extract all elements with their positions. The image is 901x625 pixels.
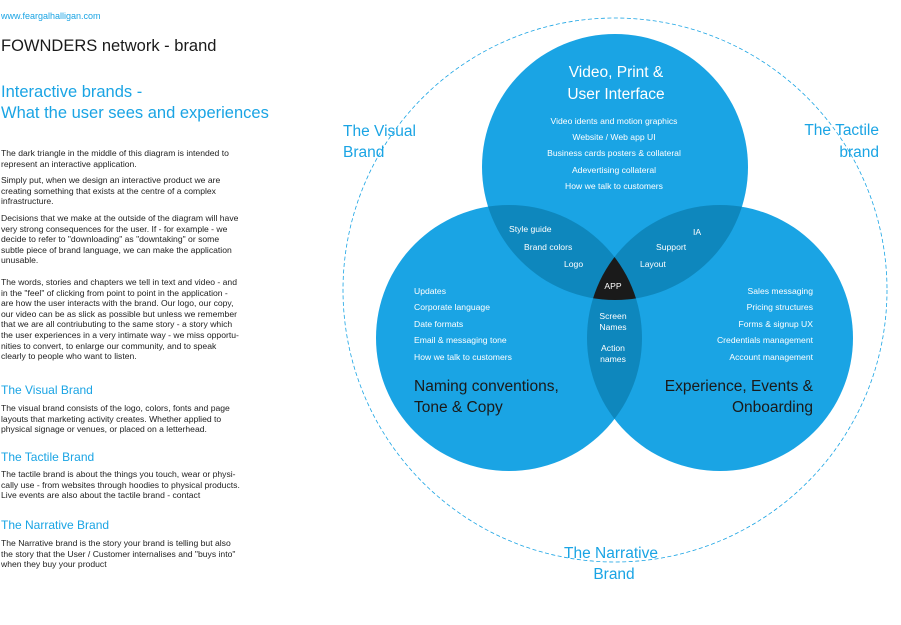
text-line: our video can be as slick as possible bu…	[1, 308, 237, 319]
text-line: that we are all contriubuting to the sam…	[1, 319, 233, 330]
text-line: when they buy your product	[1, 559, 107, 570]
right-circle-item: Sales messaging	[748, 286, 814, 296]
text-line: clearly to people who want to listen.	[1, 351, 137, 362]
narrative-brand-heading: The Narrative Brand	[1, 518, 110, 532]
overlap-top-left-item: Style guide	[509, 224, 552, 234]
top-circle-title-line-1: Video, Print &	[569, 64, 664, 81]
text-line: nities to convert, to enlarge our commun…	[1, 340, 217, 351]
top-circle-item: Video idents and motion graphics	[551, 116, 678, 126]
text-line: Simply put, when we design an interactiv…	[1, 175, 221, 185]
text-line: The Narrative brand is the story your br…	[1, 538, 231, 548]
overlap-top-right-item: IA	[693, 227, 701, 237]
overlap-top-right-item: Support	[656, 242, 687, 252]
text-line: The tactile brand is about the things yo…	[1, 469, 236, 479]
visual-brand-heading: The Visual Brand	[1, 383, 93, 397]
left-circle-item: Updates	[414, 286, 446, 296]
intro-paragraph-1: The dark triangle in the middle of this …	[1, 148, 276, 169]
text-line: represent an interactive application.	[1, 158, 137, 169]
intro-paragraph-2: Simply put, when we design an interactiv…	[1, 175, 276, 207]
intro-paragraph-3: Decisions that we make at the outside of…	[1, 213, 276, 266]
outer-label-narrative-line-2: Brand	[593, 566, 634, 583]
text-line: the user experiences in a very intimate …	[1, 329, 239, 340]
text-line: The visual brand consists of the logo, c…	[1, 403, 230, 413]
right-circle-title-line-2: Onboarding	[732, 399, 813, 416]
overlap-top-left-item: Logo	[564, 259, 583, 269]
outer-label-narrative-line-1: The Narrative	[564, 545, 658, 562]
overlap-top-left-item: Brand colors	[524, 242, 572, 252]
tactile-brand-paragraph: The tactile brand is about the things yo…	[1, 469, 276, 501]
overlap-bottom-action-names-line-1: Action	[601, 343, 625, 353]
left-circle-item: Email & messaging tone	[414, 335, 507, 345]
text-line: Decisions that we make at the outside of…	[1, 213, 239, 223]
outer-label-visual-line-2: Brand	[343, 144, 384, 161]
outer-label-tactile-line-1: The Tactile	[804, 122, 879, 139]
overlap-bottom-screen-names-line-1: Screen	[599, 311, 626, 321]
top-circle-title-line-2: User Interface	[567, 86, 664, 103]
left-circle-title-line-2: Tone & Copy	[414, 399, 503, 416]
text-line: creating something that exists at the ce…	[1, 185, 216, 196]
intro-heading-line-1: Interactive brands -	[1, 83, 143, 101]
intro-paragraph-4: The words, stories and chapters we tell …	[1, 277, 276, 362]
text-line: decide to refer to "downloading" as "dow…	[1, 234, 220, 245]
right-circle-item: Pricing structures	[747, 302, 813, 312]
outer-label-tactile-line-2: brand	[839, 144, 879, 161]
text-line: are how the user interacts with the bran…	[1, 298, 234, 309]
text-line: cally use - from websites through hoodie…	[1, 479, 240, 490]
text-line: unusable.	[1, 255, 39, 266]
left-circle-item: Corporate language	[414, 302, 490, 312]
right-circle-title-line-1: Experience, Events &	[665, 378, 814, 395]
narrative-brand-paragraph: The Narrative brand is the story your br…	[1, 538, 276, 570]
overlap-bottom-action-names-line-2: names	[600, 354, 626, 364]
overlap-bottom-screen-names-line-2: Names	[599, 322, 626, 332]
tactile-brand-heading: The Tactile Brand	[1, 450, 95, 464]
top-circle-item: Business cards posters & collateral	[547, 148, 681, 158]
right-circle-item: Account management	[729, 352, 813, 362]
text-line: the story that the User / Customer inter…	[1, 548, 236, 559]
text-line: subtle piece of brand language, we can m…	[1, 244, 232, 255]
page-title: FOWNDERS network - brand	[1, 37, 217, 55]
overlap-top-right-item: Layout	[640, 259, 666, 269]
top-circle-item: Adevertising collateral	[572, 165, 656, 175]
text-line: infrastructure.	[1, 196, 54, 207]
text-line: layouts that marketing activity creates.…	[1, 413, 222, 424]
overlap-top-left-region	[482, 205, 642, 300]
top-circle-item: How we talk to customers	[565, 181, 663, 191]
left-circle-item: Date formats	[414, 319, 463, 329]
text-line: very strong consequences for the user. I…	[1, 223, 228, 234]
right-circle-item: Credentials management	[717, 335, 814, 345]
left-circle-item: How we talk to customers	[414, 352, 512, 362]
left-circle-title-line-1: Naming conventions,	[414, 378, 559, 395]
text-line: The words, stories and chapters we tell …	[1, 277, 237, 287]
center-app-label: APP	[604, 281, 621, 291]
top-circle-item: Website / Web app UI	[572, 132, 655, 142]
text-line: in the "feel" of clicking from point to …	[1, 287, 228, 298]
overlap-top-right-region	[587, 205, 748, 300]
intro-heading: Interactive brands - What the user sees …	[1, 82, 269, 124]
intro-heading-line-2: What the user sees and experiences	[1, 104, 269, 122]
text-line: physical signage or venues, or placed on…	[1, 424, 207, 435]
site-url[interactable]: www.feargalhalligan.com	[1, 11, 101, 21]
visual-brand-paragraph: The visual brand consists of the logo, c…	[1, 403, 276, 435]
outer-dashed-ring	[342, 17, 888, 563]
right-circle-item: Forms & signup UX	[738, 319, 813, 329]
outer-label-visual-line-1: The Visual	[343, 123, 416, 140]
text-line: The dark triangle in the middle of this …	[1, 148, 229, 158]
text-line: Live events are also about the tactile b…	[1, 490, 201, 501]
